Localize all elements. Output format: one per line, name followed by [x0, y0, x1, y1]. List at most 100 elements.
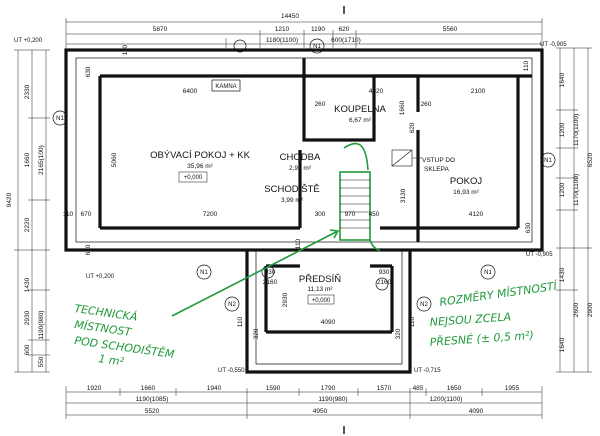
- n1-bottom-left: N1: [200, 270, 208, 276]
- outer-wall-main: [64, 48, 544, 252]
- dim-bot-1: 1920: [87, 385, 102, 392]
- dim-left-3: 2165(100): [38, 145, 45, 175]
- idim-970: 970: [345, 211, 356, 218]
- dim-bot-10: 1190(1085): [136, 396, 169, 403]
- room-pokoj-name: POKOJ: [450, 176, 482, 187]
- idim-930b: 930: [379, 269, 390, 276]
- ut-right-mid: UT -0,905: [526, 252, 553, 258]
- idim-4020: 4020: [369, 88, 384, 95]
- note-right-line1: ROZMĚRY MÍSTNOSTÍ: [439, 279, 560, 309]
- n1-top: N1: [313, 44, 321, 50]
- idim-320b: 320: [395, 328, 402, 339]
- dim-top-7: 600(1710): [331, 37, 361, 44]
- ut-left-mid: UT +0,200: [86, 274, 115, 280]
- idim-4120: 4120: [469, 211, 484, 218]
- room-chodba-area: 2,93 m²: [289, 165, 312, 172]
- idim-260b: 260: [421, 101, 432, 108]
- dim-right-7: 1430: [559, 267, 566, 282]
- dim-top-2: 1210: [275, 26, 290, 33]
- wall-bathroom: [302, 58, 420, 142]
- ut-top-left: UT +0,200: [14, 38, 43, 44]
- idim-6400: 6400: [183, 88, 198, 95]
- room-labels: OBÝVACÍ POKOJ + KK 35,96 m² +0,000 KOUPE…: [150, 104, 482, 305]
- top-dimensions: 14450 5870 1210 1190 620 5560 1180(1100)…: [65, 13, 543, 50]
- dim-left-9: 550: [38, 356, 45, 367]
- room-koupelna-name: KOUPELNA: [334, 104, 386, 115]
- idim-630b: 630: [525, 222, 532, 233]
- walls: [64, 48, 544, 374]
- idim-2160b: 2160: [377, 279, 392, 286]
- kamna-label: KAMNA: [215, 84, 236, 90]
- dim-bot-11: 1190(980): [318, 396, 347, 403]
- idim-4090: 4090: [321, 319, 336, 326]
- section-markers: N1 N1 N1 N1 N1 N2 N2: [52, 38, 556, 312]
- vstup-label-2: SKLEPA: [424, 166, 449, 173]
- room-chodba-name: CHODBA: [280, 152, 321, 163]
- dim-right-10: 2900: [587, 302, 594, 317]
- note-right-line2: NEJSOU ZCELA: [429, 310, 511, 329]
- ut-bottom-right: UT -0,715: [414, 368, 441, 374]
- dim-left-1: 2330: [24, 84, 31, 99]
- idim-110b: 110: [523, 60, 530, 71]
- n1-bottom-right: N1: [484, 270, 492, 276]
- dim-top-4: 620: [339, 26, 350, 33]
- note-left-line3: POD SCHODIŠTĚM: [74, 334, 176, 361]
- room-obyvaci-level: +0,000: [184, 175, 203, 181]
- room-predsin-area: 11,13 m²: [307, 286, 333, 293]
- note-arrow-line: [171, 231, 337, 317]
- dim-bot-12: 1200(1100): [430, 396, 463, 403]
- dim-bot-5: 1790: [321, 385, 336, 392]
- dim-left-5: 1430: [24, 277, 31, 292]
- dim-left-7: 1190(980): [38, 310, 45, 339]
- dim-overall-top: 14450: [281, 13, 299, 20]
- dim-left-4: 2220: [24, 217, 31, 232]
- idim-450: 450: [369, 211, 380, 218]
- dim-right-5: 1200: [559, 182, 566, 197]
- dim-right-6: 6520: [587, 152, 594, 167]
- idim-670: 670: [81, 211, 92, 218]
- idim-260a: 260: [315, 101, 326, 108]
- chimney-icon: [233, 39, 247, 53]
- dim-bot-15: 4090: [469, 408, 484, 415]
- idim-620b: 620: [85, 244, 92, 255]
- idim-2100: 2100: [471, 88, 486, 95]
- n2-left: N2: [228, 302, 236, 308]
- dim-left-2: 1660: [24, 152, 31, 167]
- dim-bot-9: 1955: [505, 385, 520, 392]
- dim-bot-13: 5520: [145, 408, 160, 415]
- note-arrow-head: [329, 229, 340, 239]
- idim-930a: 930: [265, 269, 276, 276]
- dim-top-5: 5560: [443, 26, 458, 33]
- bottom-dimensions: 1920 1660 1940 1590 1790 1570 485 1650 1…: [65, 385, 543, 419]
- dim-right-8: 1640: [559, 337, 566, 352]
- dim-left-8: 600: [24, 344, 31, 355]
- n1-right: N1: [544, 158, 552, 164]
- n1-left: N1: [56, 116, 64, 122]
- idim-2160a: 2160: [263, 279, 278, 286]
- staircase: [339, 142, 381, 251]
- vstup-label-1: VSTUP DO: [422, 157, 455, 164]
- dim-top-6: 1180(1100): [266, 37, 298, 44]
- room-obyvaci-name: OBÝVACÍ POKOJ + KK: [150, 150, 251, 161]
- level-markers: UT +0,200 UT -0,905 UT +0,200 UT -0,905 …: [14, 38, 567, 374]
- dim-bot-3: 1940: [207, 385, 222, 392]
- dim-right-3: 1170(1100): [573, 114, 580, 146]
- idim-5060: 5060: [111, 152, 118, 167]
- note-left-line4: 1 m²: [98, 352, 126, 369]
- idim-110d: 110: [237, 316, 244, 327]
- idim-110f: 110: [295, 238, 302, 249]
- ut-top-right: UT -0,905: [540, 42, 567, 48]
- idim-110e: 110: [409, 316, 416, 327]
- dim-right-4: 1170(1100): [573, 174, 580, 206]
- ut-bottom-left: UT -0,550: [218, 368, 245, 374]
- idim-1660: 1660: [399, 100, 406, 115]
- idim-630a: 630: [85, 66, 92, 77]
- room-schodiste-name: SCHODIŠTĚ: [264, 184, 319, 195]
- room-predsin-level: +0,000: [312, 298, 331, 304]
- idim-620a: 620: [409, 122, 416, 133]
- dim-bot-4: 1590: [266, 385, 281, 392]
- room-koupelna-area: 6,67 m²: [349, 117, 372, 124]
- room-obyvaci-area: 35,96 m²: [187, 163, 213, 170]
- kamna-box: [211, 79, 241, 92]
